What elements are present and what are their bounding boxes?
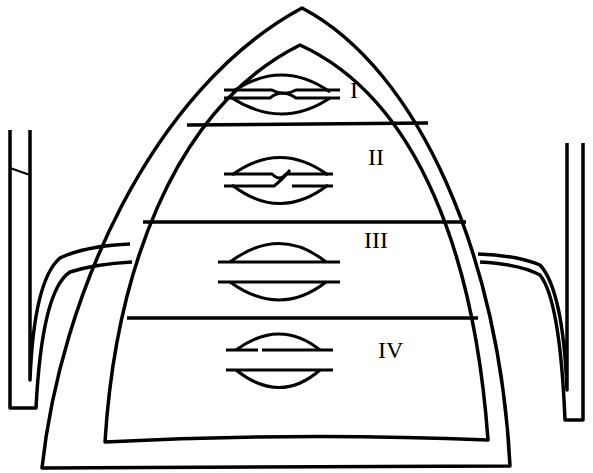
inner-dome bbox=[105, 45, 488, 442]
specimen bbox=[224, 158, 333, 204]
specimen bbox=[224, 75, 340, 114]
specimen bbox=[226, 334, 333, 388]
specimen bbox=[218, 244, 340, 301]
compartment-number: II bbox=[368, 145, 384, 169]
liquid-level bbox=[10, 168, 30, 175]
partition bbox=[187, 123, 428, 125]
compartment-number: III bbox=[364, 228, 388, 252]
compartment-number: IV bbox=[378, 338, 403, 362]
side-tube bbox=[30, 130, 130, 380]
compartment-number: I bbox=[350, 78, 358, 102]
partition bbox=[143, 220, 466, 224]
side-tube bbox=[478, 143, 567, 390]
side-tube bbox=[10, 130, 132, 408]
outer-dome bbox=[42, 8, 510, 468]
partition bbox=[127, 316, 478, 320]
